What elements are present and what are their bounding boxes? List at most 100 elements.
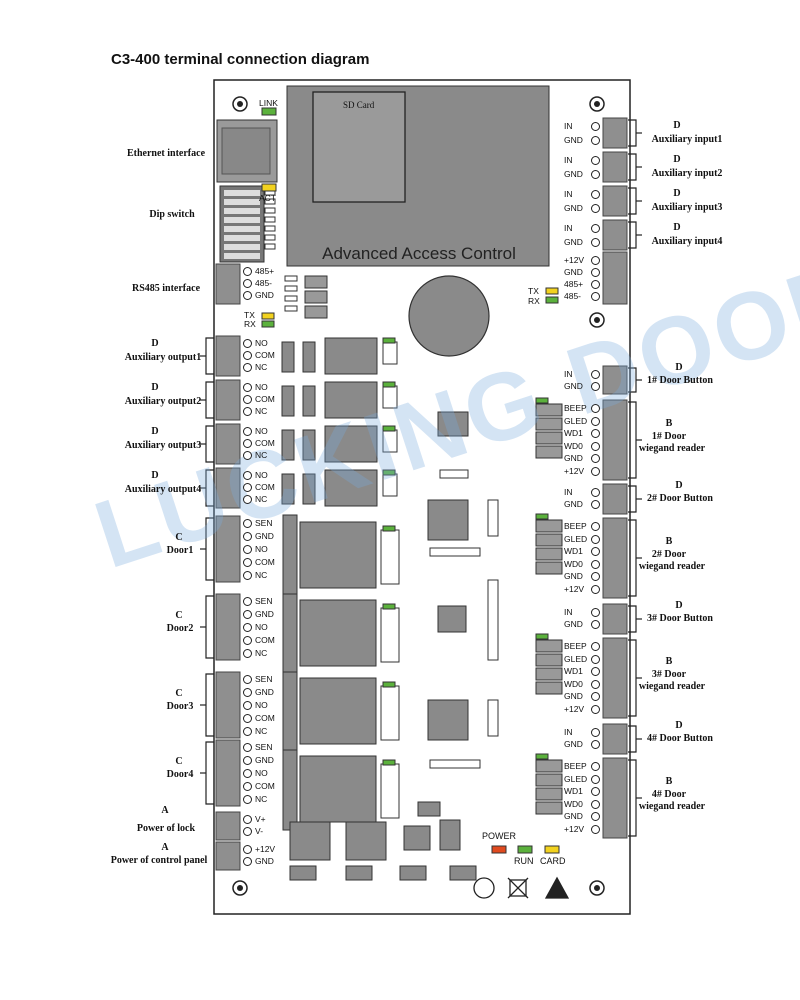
aux-output-letter-2: D — [151, 382, 159, 393]
rs485-pin-label-2: GND — [255, 290, 274, 300]
rx-label-right: RX — [528, 296, 540, 306]
door-button-1-pin-0 — [591, 370, 600, 379]
card-led-label: CARD — [540, 856, 566, 866]
rs485-pin-label-1: 485- — [255, 278, 273, 288]
rx-label-left: RX — [244, 319, 256, 329]
reader-1-pin-5 — [591, 466, 600, 476]
rs485-pin-1 — [243, 279, 252, 288]
reader-letter-2: B — [665, 536, 673, 547]
reader-3-pin-label-4: GND — [564, 691, 583, 701]
board-text: Advanced Access Control — [322, 244, 516, 263]
aux-output-3-pin-label-1: COM — [255, 438, 275, 448]
door-1-pin-1 — [243, 532, 252, 541]
door-3-pin-label-4: NC — [255, 726, 268, 736]
reader-2-pin-1 — [591, 534, 600, 544]
aux-output-2-pin-1 — [243, 395, 252, 404]
ext-pin-0 — [591, 256, 600, 265]
door-4-pin-label-2: NO — [255, 768, 268, 778]
reader-1-pin-1 — [591, 416, 600, 426]
tx-label-right: TX — [528, 286, 539, 296]
reader-3-pin-label-1: GLED — [564, 653, 588, 664]
card-led — [544, 845, 560, 854]
lock-power-pin-label-1: V- — [255, 826, 264, 836]
aux-input-1-pin-label-0: IN — [564, 121, 573, 131]
reader-3-pin-1 — [591, 654, 600, 664]
door-4-pin-1 — [243, 756, 252, 765]
power-led — [491, 845, 507, 854]
door-letter-4: C — [175, 756, 183, 767]
panel-power-pin-1 — [243, 857, 252, 866]
aux-input-2-pin-label-1: GND — [564, 169, 583, 179]
aux-output-3-pin-2 — [243, 451, 252, 460]
ext-pin-label-3: 485- — [564, 291, 582, 301]
door-button-letter-4: D — [675, 720, 683, 731]
aux-input-letter-1: D — [673, 120, 681, 131]
door-button-4-pin-0 — [591, 728, 600, 737]
aux-input-1-pin-label-1: GND — [564, 135, 583, 145]
aux-output-label-4: Auxiliary output4 — [124, 484, 202, 495]
reader-1-pin-label-2: WD1 — [564, 428, 583, 438]
rs485-pin-0 — [243, 267, 252, 276]
door-2-pin-4 — [243, 649, 252, 658]
reader-4-pin-3 — [591, 799, 600, 809]
sd-card-label: SD Card — [343, 100, 375, 110]
reader-2-pin-2 — [591, 547, 600, 556]
aux-output-1-pin-1 — [243, 351, 252, 360]
dip-switch-label: Dip switch — [149, 209, 195, 220]
door-button-2-pin-1 — [591, 500, 600, 509]
dip-switch — [219, 185, 265, 263]
reader-line2-3: wiegand reader — [638, 681, 706, 692]
door-button-4-pin-label-1: GND — [564, 739, 583, 749]
aux-output-label-2: Auxiliary output2 — [124, 396, 202, 407]
rx-led-left — [261, 320, 275, 328]
reader-letter-3: B — [665, 656, 673, 667]
reader-4-pin-label-3: WD0 — [564, 798, 583, 809]
door-button-3-pin-0 — [591, 608, 600, 617]
left-terminal-strips — [215, 263, 241, 871]
aux-output-2-pin-2 — [243, 407, 252, 416]
reader-4-pin-label-2: WD1 — [564, 786, 583, 796]
backup-battery — [408, 275, 490, 357]
door-4-pin-2 — [243, 769, 252, 778]
bracket-lines — [628, 119, 642, 837]
reader-line2-2: wiegand reader — [638, 561, 706, 572]
right-terminal-strips — [602, 117, 628, 839]
aux-input-2-pin-0 — [591, 156, 600, 165]
door-button-1-pin-label-1: GND — [564, 381, 583, 391]
door-letter-1: C — [175, 532, 183, 543]
door-letter-2: C — [175, 610, 183, 621]
reader-4-pin-5 — [591, 824, 600, 834]
reader-1-pin-3 — [591, 441, 600, 451]
aux-output-3-pin-label-0: NO — [255, 426, 268, 436]
ethernet-label: Ethernet interface — [126, 148, 206, 159]
aux-input-letter-3: D — [673, 188, 681, 199]
door-1-pin-2 — [243, 545, 252, 554]
door-3-pin-1 — [243, 688, 252, 697]
aux-input-3-pin-label-1: GND — [564, 203, 583, 213]
panel-power-pin-label-1: GND — [255, 856, 274, 866]
door-2-pin-label-4: NC — [255, 648, 268, 658]
aux-input-letter-4: D — [673, 222, 681, 233]
door-label-1: Door1 — [166, 545, 194, 556]
aux-input-4-pin-0 — [591, 224, 600, 233]
reader-2-pin-4 — [591, 572, 600, 581]
door-2-pin-0 — [243, 597, 252, 606]
reader-4-pin-label-0: BEEP — [564, 761, 587, 771]
power-lock-letter: A — [161, 805, 169, 816]
aux-input-3-pin-label-0: IN — [564, 189, 573, 199]
door-3-pin-label-0: SEN — [255, 674, 273, 684]
aux-output-2-pin-label-2: NC — [255, 406, 268, 416]
aux-input-1-pin-0 — [591, 122, 600, 131]
ext-pin-1 — [591, 268, 600, 277]
door-3-pin-label-2: NO — [255, 700, 268, 710]
aux-output-letter-1: D — [151, 338, 159, 349]
reader-line2-4: wiegand reader — [638, 801, 706, 812]
aux-output-3-pin-1 — [243, 439, 252, 448]
aux-output-3-pin-0 — [243, 427, 252, 436]
reader-line1-4: 4# Door — [651, 789, 687, 800]
door-3-pin-label-1: GND — [255, 687, 274, 697]
reader-line1-1: 1# Door — [651, 431, 687, 442]
reader-3-pin-4 — [591, 692, 600, 701]
rs485-label: RS485 interface — [131, 283, 201, 294]
door-4-pin-label-1: GND — [255, 755, 274, 765]
